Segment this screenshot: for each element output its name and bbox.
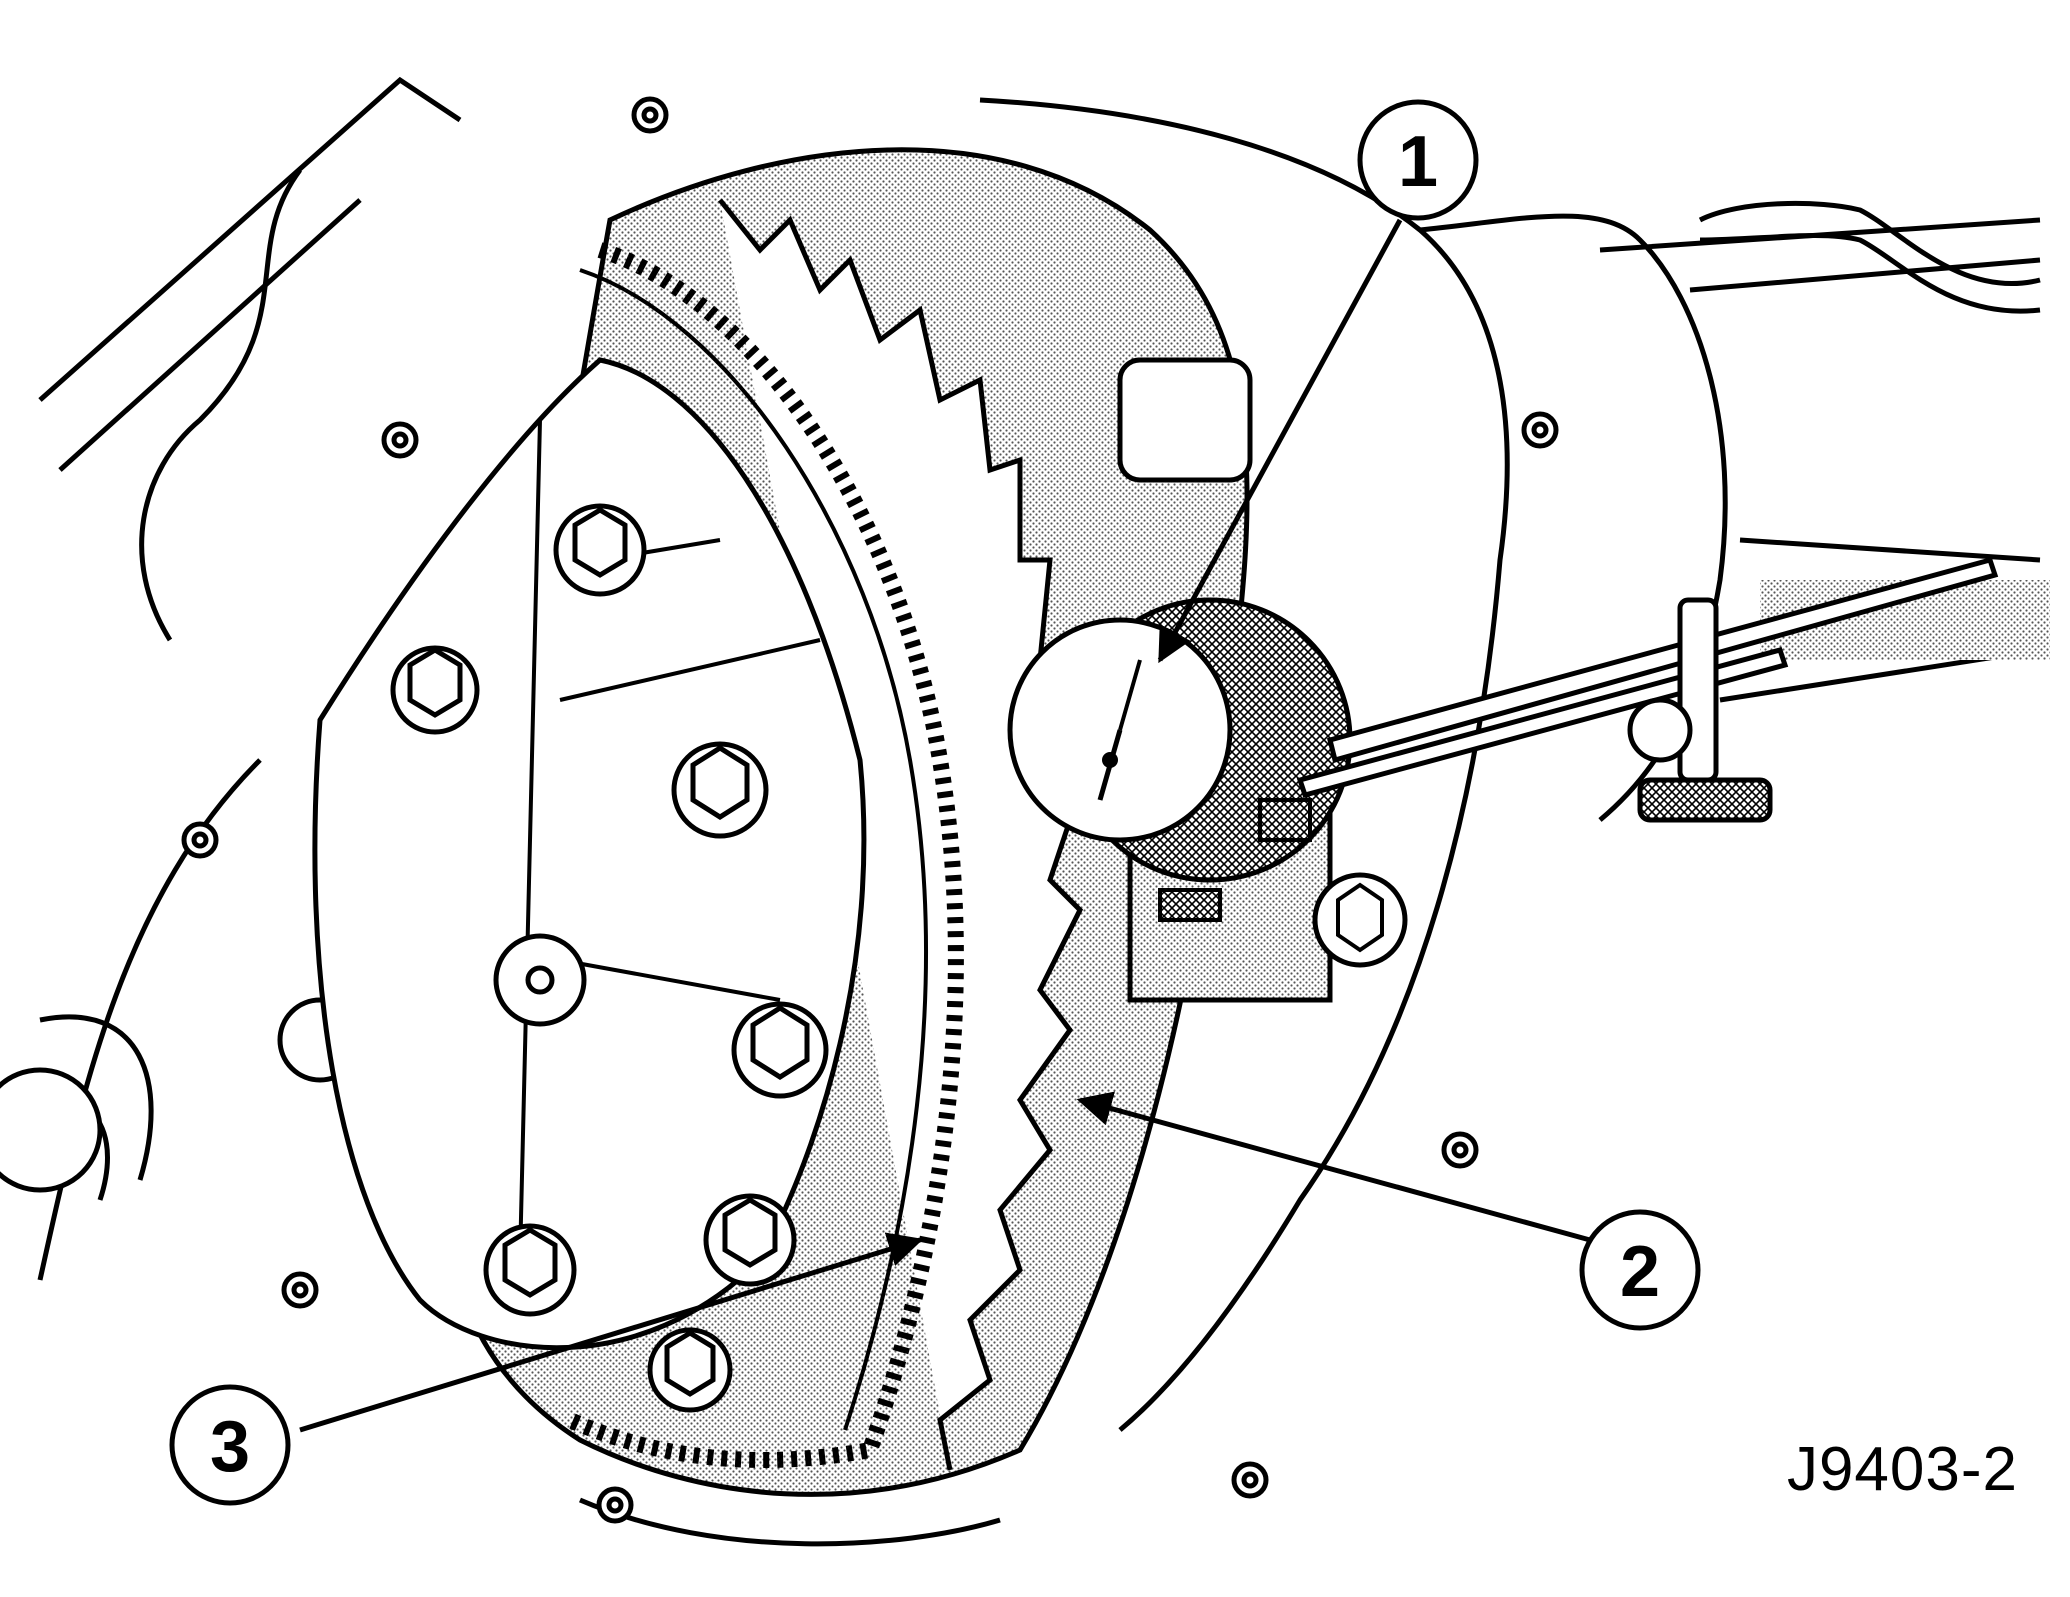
differential-case — [312, 357, 867, 1413]
leader-line-1 — [1157, 218, 1403, 664]
leader-line-2 — [1076, 1091, 1591, 1243]
callout-3-label: 3 — [210, 1407, 250, 1487]
callout-2: 2 — [1579, 1209, 1701, 1331]
callout-1-label: 1 — [1398, 122, 1438, 202]
callout-1: 1 — [1357, 99, 1479, 221]
indicator-support-rod — [1296, 556, 1999, 823]
callout-3: 3 — [169, 1384, 291, 1506]
leader-line-3 — [299, 1232, 924, 1433]
callout-2-label: 2 — [1620, 1232, 1660, 1312]
figure-code: J9403-2 — [1786, 1435, 2018, 1504]
dial-indicator — [1007, 357, 1408, 1003]
